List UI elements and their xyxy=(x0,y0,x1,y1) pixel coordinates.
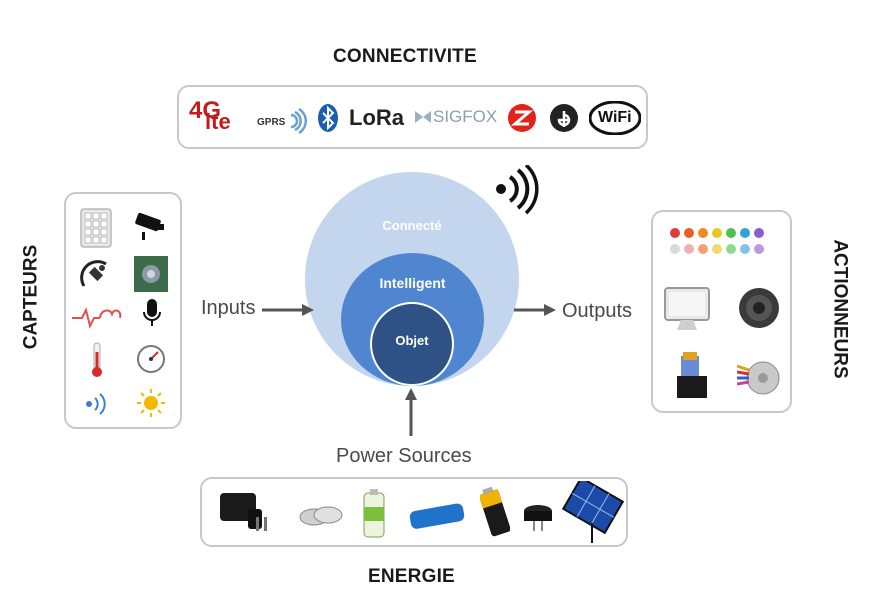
inputs-arrow-icon xyxy=(262,302,314,323)
object-label: Objet xyxy=(395,333,429,348)
heartbeat-icon xyxy=(72,302,122,335)
stepper-motor-icon xyxy=(736,356,785,403)
power-arrow-icon xyxy=(403,388,419,441)
microphone-icon xyxy=(142,298,162,335)
thermometer-icon xyxy=(90,342,104,383)
satellite-icon xyxy=(80,260,112,295)
outputs-label: Outputs xyxy=(562,300,633,322)
buzzer-icon xyxy=(522,499,556,538)
energy-box xyxy=(200,476,628,550)
zigbee-icon xyxy=(507,103,537,133)
solar-panel-icon xyxy=(561,476,625,550)
wifi-icon: WiFi xyxy=(588,100,642,136)
connectivite-title: CONNECTIVITE xyxy=(333,46,477,67)
charger-icon xyxy=(216,487,272,544)
energie-title: ENERGIE xyxy=(368,566,455,587)
lte-4g-icon: 4G lte xyxy=(189,97,231,134)
gauge-icon xyxy=(136,344,166,379)
signal-icon xyxy=(84,392,112,421)
intelligent-label: Intelligent xyxy=(379,275,446,291)
connectivity-box: 4G lte GPRS LoRa SIGFOX WiFi xyxy=(177,85,648,149)
capteurs-title: CAPTEURS xyxy=(20,244,42,350)
power-sources-label: Power Sources xyxy=(336,445,472,467)
gprs-icon: GPRS xyxy=(257,105,307,135)
sun-icon xyxy=(136,388,166,423)
relay-icon xyxy=(675,352,711,405)
led-array-icon xyxy=(667,224,777,263)
lora-icon: LoRa xyxy=(349,105,404,130)
actionneurs-title: ACTIONNEURS xyxy=(829,239,851,379)
speaker-icon xyxy=(737,286,781,335)
actuators-box xyxy=(651,210,792,413)
lithium-cell-icon xyxy=(362,489,386,544)
d-battery-icon xyxy=(478,486,511,544)
inputs-label: Inputs xyxy=(201,297,256,319)
wireless-signal-icon xyxy=(494,163,540,220)
coin-cell-icon xyxy=(298,501,344,536)
object-circle xyxy=(370,302,454,386)
gas-sensor-icon xyxy=(134,256,168,297)
thread-icon xyxy=(549,103,579,133)
camera-icon xyxy=(134,212,168,247)
connected-label: Connecté xyxy=(382,218,442,233)
bluetooth-icon xyxy=(317,103,339,133)
sensors-box xyxy=(64,192,182,429)
keypad-icon xyxy=(80,208,112,253)
li-ion-battery-icon xyxy=(408,501,470,536)
outputs-arrow-icon xyxy=(514,302,556,323)
sigfox-icon: SIGFOX xyxy=(413,107,503,133)
monitor-icon xyxy=(663,284,715,339)
